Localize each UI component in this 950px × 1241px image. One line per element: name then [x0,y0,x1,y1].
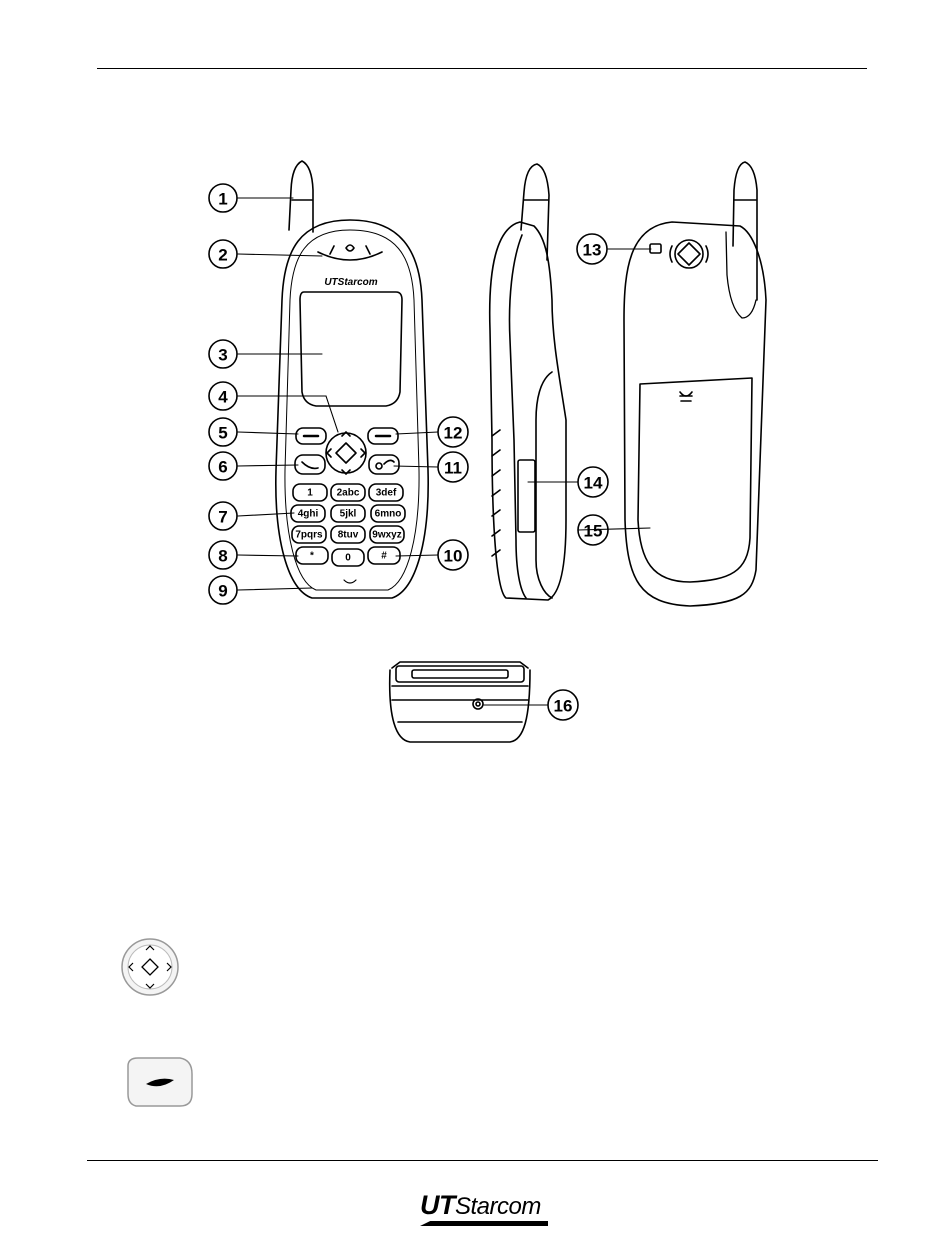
back-led [650,244,661,253]
front-nav-key [326,433,366,473]
callout-5-label: 5 [218,424,227,443]
callout-9-label: 9 [218,582,227,601]
callout-4-label: 4 [218,388,228,407]
callout-12-label: 12 [444,424,463,443]
key-0-label: 0 [345,553,351,564]
side-view [490,164,566,600]
back-view [624,162,766,606]
side-body [490,222,566,600]
key-star-label: * [310,551,314,562]
callout-13-label: 13 [583,241,602,260]
front-antenna [289,161,313,232]
key-2-label: 2abc [337,488,360,499]
back-body [624,222,766,606]
front-microphone [344,580,356,583]
navigation-key-icon [122,939,178,995]
logo-prefix: UT [420,1190,455,1220]
footer-rule [87,1160,878,1161]
logo-underline [420,1221,548,1226]
callout-7-label: 7 [218,508,227,527]
key-3-label: 3def [376,488,397,499]
front-send-key [295,455,325,474]
callout-2-label: 2 [218,246,227,265]
key-4-label: 4ghi [298,509,319,520]
key-8-label: 8tuv [338,530,359,541]
key-7-label: 7pqrs [295,530,323,541]
key-9-label: 9wxyz [372,530,401,541]
key-5-label: 5jkl [340,509,357,520]
side-connector [518,460,535,532]
callout-1-label: 1 [218,190,227,209]
key-6-label: 6mno [375,509,402,520]
front-brand-mark: UTStarcom [324,277,377,288]
key-hash-label: # [381,551,387,562]
battery-cover [638,378,752,582]
back-speaker [675,240,703,268]
back-antenna [733,162,757,300]
callout-14-label: 14 [584,474,603,493]
front-display [300,292,402,406]
bottom-body [390,670,530,742]
callout-3-label: 3 [218,346,227,365]
footer-logo: UTStarcom [420,1190,550,1230]
callout-16-label: 16 [554,697,573,716]
callout-6-label: 6 [218,458,227,477]
callout-11-label: 11 [444,459,462,478]
key-1-label: 1 [307,488,313,499]
callout-10-label: 10 [444,547,463,566]
leader-lines [238,198,651,705]
callout-8-label: 8 [218,547,227,566]
bottom-view [390,662,530,742]
soft-key-icon [128,1058,192,1106]
logo-suffix: Starcom [455,1193,541,1220]
callout-15-label: 15 [584,522,603,541]
